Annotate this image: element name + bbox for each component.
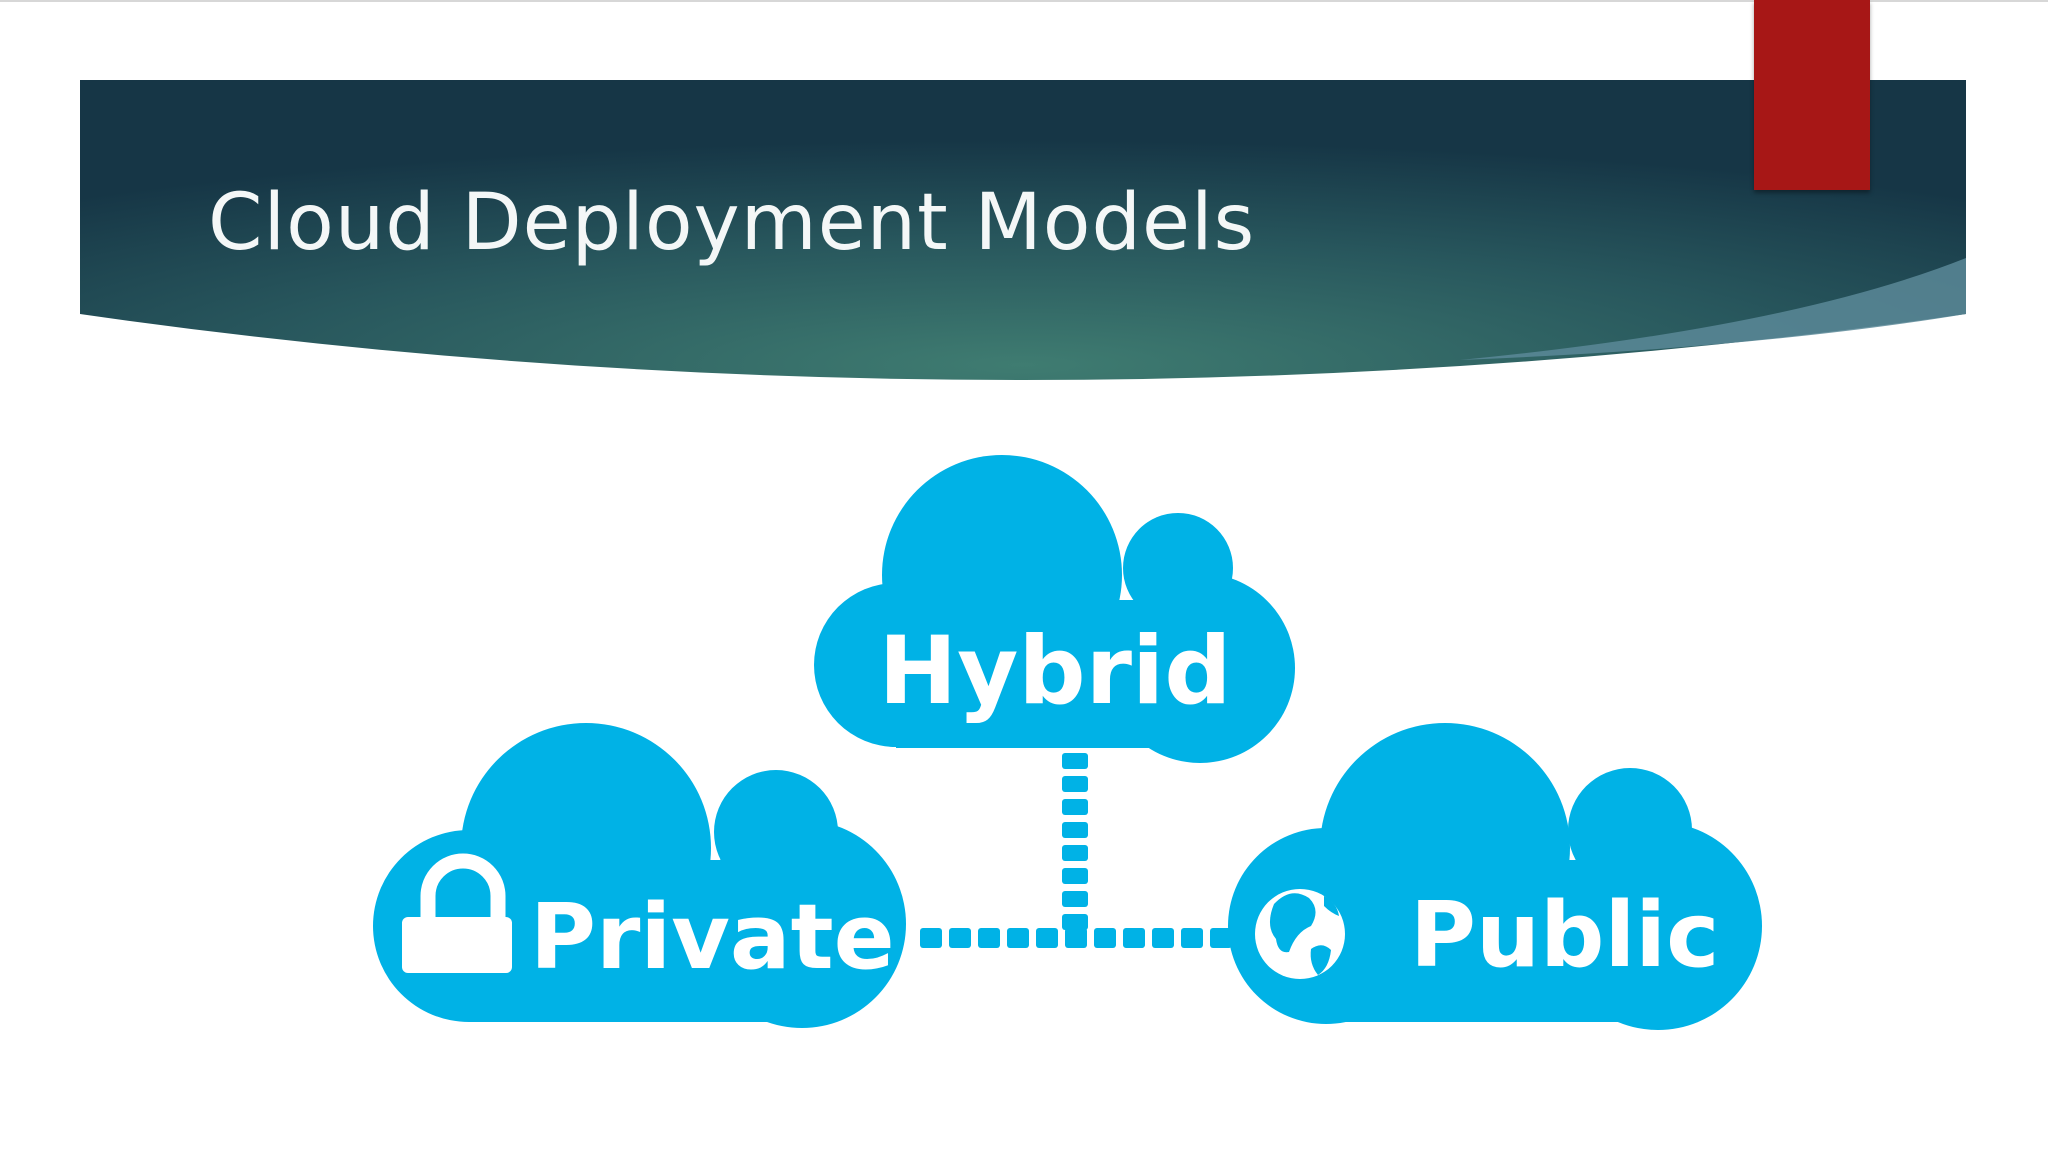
padlock-icon [402,853,512,973]
title-banner [80,80,1966,380]
private-cloud [373,723,906,1028]
private-label: Private [530,885,895,990]
connector-hybrid-junction [1062,753,1088,930]
bookmark-tab [1754,0,1870,190]
slide-title: Cloud Deployment Models [208,178,1256,268]
globe-icon [1255,889,1345,979]
hybrid-cloud [814,455,1295,763]
banner-highlight [1460,258,1966,360]
hybrid-label: Hybrid [878,617,1231,726]
banner-shape [80,80,1966,380]
connector-private-public [920,928,1232,948]
top-divider [0,0,2048,2]
public-cloud [1228,723,1762,1030]
public-label: Public [1410,883,1720,988]
